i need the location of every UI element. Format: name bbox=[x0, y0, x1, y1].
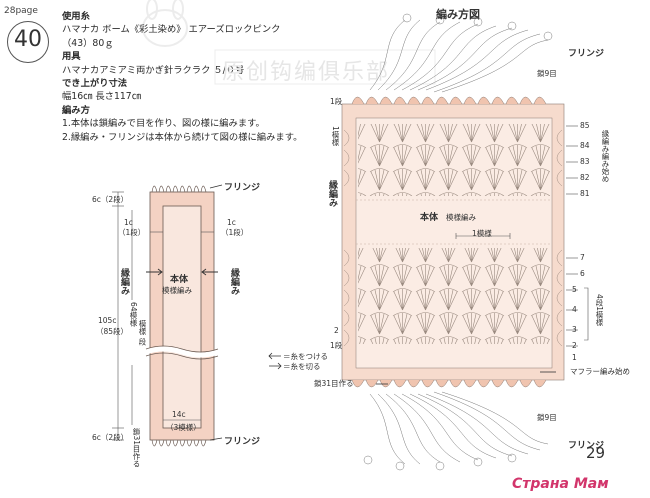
right-row-83: 83 bbox=[580, 157, 590, 166]
right-row-6: 6 bbox=[580, 269, 585, 278]
left-top-dim: 6c（2段） bbox=[92, 195, 129, 204]
watermark-rabbit-icon bbox=[142, 0, 188, 47]
left-pattern-rows-3: 段 bbox=[138, 338, 147, 346]
left-width-rows: （3模様） bbox=[166, 423, 201, 432]
right-left-row-2: 1模様 bbox=[331, 126, 340, 146]
tools-heading: 用具 bbox=[62, 51, 81, 63]
right-muffler-start: マフラー編み始め bbox=[570, 367, 630, 376]
size-line: 幅16㎝ 長さ117㎝ bbox=[62, 91, 142, 103]
page-badge-prefix: 28page bbox=[4, 6, 38, 16]
watermark-box bbox=[214, 49, 436, 85]
right-side-1c-rows: （1段） bbox=[221, 228, 249, 237]
brand-watermark: Страна Мам bbox=[512, 476, 609, 492]
right-left-row-1: 1段 bbox=[330, 97, 343, 106]
left-body-sub: 模様編み bbox=[162, 286, 192, 295]
left-chain-start: 鎖31目作る bbox=[132, 428, 141, 468]
right-row-1-left: 1段 bbox=[330, 341, 343, 350]
right-repeat-note: 4段1模様 bbox=[595, 294, 604, 327]
instructions: 使用糸 ハマナカ ボーム《彩土染め》 エアーズロックピンク （43）80ｇ 用具… bbox=[62, 10, 352, 144]
left-side-1c: 1c bbox=[124, 218, 133, 227]
left-length-rows: （85段） bbox=[96, 327, 129, 336]
size-heading: でき上がり寸法 bbox=[62, 78, 128, 90]
right-body-sub: 模様編み bbox=[446, 213, 476, 222]
right-row-4: 4 bbox=[572, 305, 577, 314]
left-side-1c-rows: （1段） bbox=[118, 228, 146, 237]
right-row-81: 81 bbox=[580, 189, 590, 198]
right-row-3: 3 bbox=[572, 325, 577, 334]
legend-cut-icon bbox=[269, 362, 282, 370]
right-fringe-top-label: フリンジ bbox=[568, 49, 605, 59]
right-chain9-bottom: 鎖9目 bbox=[537, 413, 557, 422]
watermark-text: 原创钩编俱乐部 bbox=[222, 60, 391, 85]
method-heading: 編み方 bbox=[62, 104, 90, 116]
legend-attach-label: ＝糸をつける bbox=[283, 352, 328, 361]
legend-attach-icon bbox=[268, 352, 281, 360]
right-row-1: 1 bbox=[572, 353, 577, 362]
page-badge-number: 40 bbox=[14, 27, 42, 52]
right-chain31: 鎖31目作る bbox=[314, 379, 354, 388]
right-row-2-left: 2 bbox=[334, 326, 339, 335]
diagram-title: 編み方図 bbox=[436, 8, 480, 21]
right-row-5: 5 bbox=[572, 285, 577, 294]
tools-line: ハマナカアミアミ両かぎ針ラクラク ５/０号 bbox=[62, 64, 245, 76]
left-length: 105c bbox=[98, 316, 117, 325]
left-bottom-dim: 6c（2段） bbox=[92, 433, 129, 442]
right-fringe-bottom-label: フリンジ bbox=[568, 441, 605, 451]
left-width: 14c bbox=[172, 410, 186, 419]
page-number: 29 bbox=[586, 444, 606, 462]
legend-cut-label: ＝糸を切る bbox=[283, 362, 321, 371]
right-row-2: 2 bbox=[572, 341, 577, 350]
right-side-1c: 1c bbox=[227, 218, 236, 227]
right-body-title: 本体 bbox=[420, 213, 439, 223]
left-edge-label-left: 縁編み bbox=[119, 268, 129, 295]
materials-heading: 使用糸 bbox=[62, 11, 90, 22]
right-chart bbox=[341, 13, 589, 471]
page-badge-circle bbox=[7, 21, 49, 63]
left-pattern-rows-2: 模様 bbox=[138, 320, 147, 335]
materials-line-1: ハマナカ ボーム《彩土染め》 エアーズロックピンク bbox=[62, 24, 281, 36]
right-edge-label: 縁編み bbox=[327, 180, 337, 207]
right-row-85: 85 bbox=[580, 121, 590, 130]
method-line-1: 1.本体は鎖編みで目を作り、図の様に編みます。 bbox=[62, 118, 265, 130]
right-pattern-one: 1模様 bbox=[472, 229, 492, 238]
left-fringe-top-label: フリンジ bbox=[224, 183, 261, 193]
right-edge-start: 縁編み編み始め bbox=[601, 130, 610, 183]
materials-line-2: （43）80ｇ bbox=[62, 37, 114, 49]
left-schematic bbox=[112, 184, 223, 447]
left-body-title: 本体 bbox=[170, 275, 189, 285]
right-row-84: 84 bbox=[580, 141, 590, 150]
right-row-82: 82 bbox=[580, 173, 590, 182]
left-fringe-bottom-label: フリンジ bbox=[224, 437, 261, 447]
method-line-2: 2.縁編み・フリンジは本体から続けて図の様に編みます。 bbox=[62, 131, 303, 143]
right-row-7: 7 bbox=[580, 253, 585, 262]
left-edge-label-right: 縁編み bbox=[229, 268, 239, 295]
right-chain9-top: 鎖9目 bbox=[537, 69, 557, 78]
left-pattern-rows: 64模様 bbox=[129, 302, 138, 327]
